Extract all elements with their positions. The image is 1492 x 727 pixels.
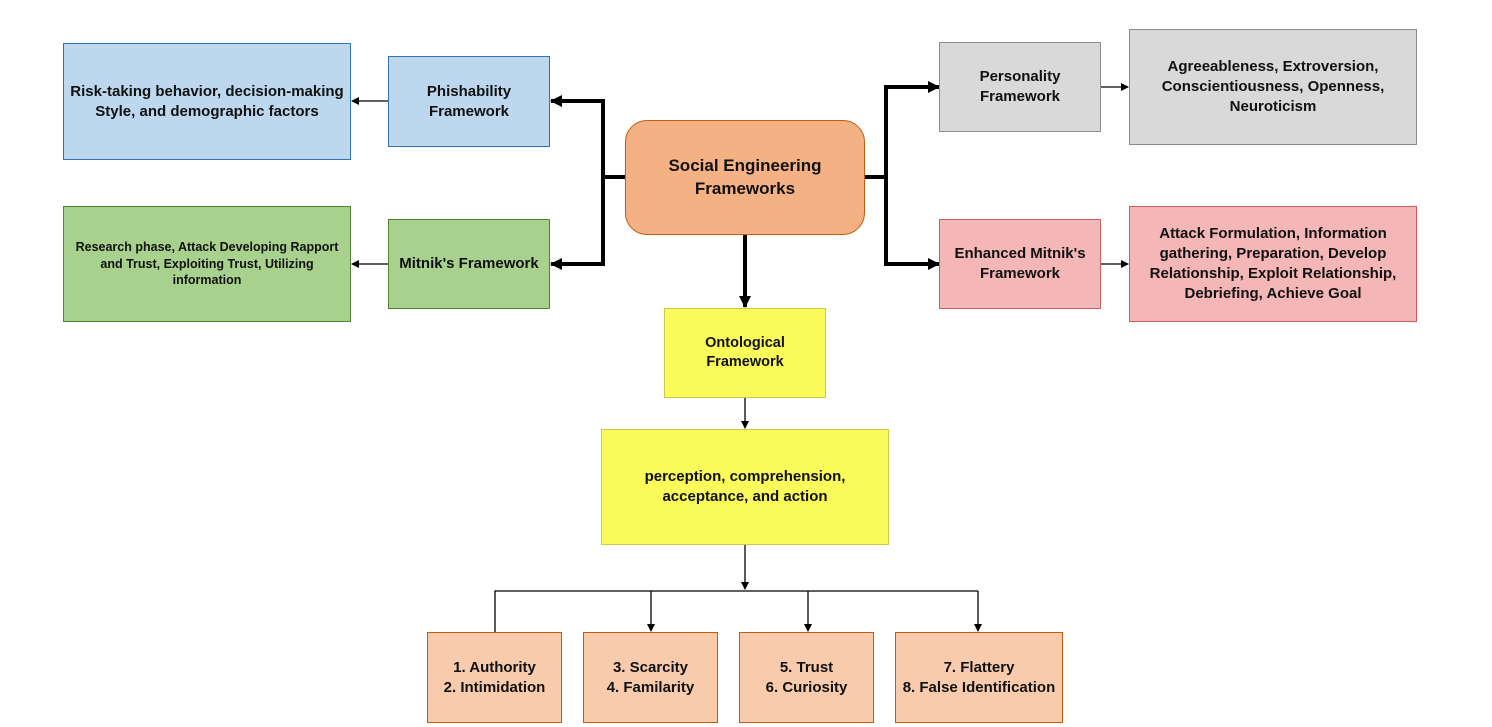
mitnik-detail-line-3: information <box>172 273 242 288</box>
principle-box-4: 7. Flattery 8. False Identification <box>895 632 1063 723</box>
social-engineering-frameworks-node: Social Engineering Frameworks <box>625 120 865 235</box>
personality-detail-line-2: Conscientiousness, Openness, <box>1161 78 1385 96</box>
enhanced-mitnik-detail-line-4: Debriefing, Achieve Goal <box>1184 284 1362 302</box>
connector-principles-bus <box>494 590 978 632</box>
center-line-2: Frameworks <box>694 178 796 198</box>
principle-2-line-1: 3. Scarcity <box>612 658 689 676</box>
ontological-framework-line-1: Ontological <box>705 334 785 351</box>
principle-3-line-2: 6. Curiosity <box>765 678 848 696</box>
connector-center-to-phishability <box>550 95 625 179</box>
principle-4-line-2: 8. False Identification <box>902 678 1056 696</box>
center-line-1: Social Engineering <box>668 156 822 176</box>
enhanced-mitnik-detail-line-1: Attack Formulation, Information <box>1159 225 1387 243</box>
personality-detail-line-3: Neuroticism <box>1229 97 1317 115</box>
phishability-detail-node: Risk-taking behavior, decision-making St… <box>63 43 351 160</box>
ontological-detail-line-1: perception, comprehension, <box>644 468 846 486</box>
enhanced-mitnik-detail-line-3: Relationship, Exploit Relationship, <box>1149 265 1397 282</box>
connector-center-to-enhanced-mitnik <box>884 177 940 270</box>
personality-framework-line-1: Personality <box>979 68 1061 86</box>
ontological-detail-line-2: acceptance, and action <box>662 488 828 505</box>
enhanced-mitnik-framework-node: Enhanced Mitnik's Framework <box>939 219 1101 309</box>
enhanced-mitnik-detail-line-2: gathering, Preparation, Develop <box>1159 245 1387 263</box>
ontological-framework-line-2: Framework <box>706 354 784 370</box>
principle-1-line-1: 1. Authority <box>453 658 536 676</box>
mitnik-detail-line-1: Research phase, Attack Developing Rappor… <box>75 240 339 255</box>
phishability-detail-line-1: Risk-taking behavior, decision-making <box>70 82 344 100</box>
mitnik-detail-line-2: and Trust, Exploiting Trust, Utilizing <box>100 256 314 271</box>
ontological-detail-node: perception, comprehension, acceptance, a… <box>601 429 889 545</box>
enhanced-mitnik-detail-node: Attack Formulation, Information gatherin… <box>1129 206 1417 322</box>
mitnik-detail-node: Research phase, Attack Developing Rappor… <box>63 206 351 322</box>
mitnik-framework-node: Mitnik's Framework <box>388 219 550 309</box>
phishability-framework-node: Phishability Framework <box>388 56 550 147</box>
phishability-framework-line-2: Framework <box>428 102 510 120</box>
principle-1-line-2: 2. Intimidation <box>443 678 546 696</box>
principle-2-line-2: 4. Familarity <box>606 678 695 696</box>
personality-detail-line-1: Agreeableness, Extroversion, <box>1167 58 1379 76</box>
personality-detail-node: Agreeableness, Extroversion, Conscientio… <box>1129 29 1417 145</box>
mitnik-framework-line-1: Mitnik's Framework <box>399 255 539 273</box>
phishability-framework-line-1: Phishability <box>426 82 512 100</box>
personality-framework-node: Personality Framework <box>939 42 1101 132</box>
connector-center-to-personality <box>864 81 940 179</box>
personality-framework-line-2: Framework <box>979 88 1061 105</box>
principle-3-line-1: 5. Trust <box>779 658 834 676</box>
principle-box-1: 1. Authority 2. Intimidation <box>427 632 562 723</box>
principle-box-3: 5. Trust 6. Curiosity <box>739 632 874 723</box>
principle-box-2: 3. Scarcity 4. Familarity <box>583 632 718 723</box>
phishability-detail-line-2: Style, and demographic factors <box>95 102 319 120</box>
ontological-framework-node: Ontological Framework <box>664 308 826 398</box>
enhanced-mitnik-framework-line-2: Framework <box>979 265 1061 282</box>
principle-4-line-1: 7. Flattery <box>943 658 1015 676</box>
enhanced-mitnik-framework-line-1: Enhanced Mitnik's <box>954 245 1086 263</box>
connector-center-to-mitnik <box>550 177 605 270</box>
